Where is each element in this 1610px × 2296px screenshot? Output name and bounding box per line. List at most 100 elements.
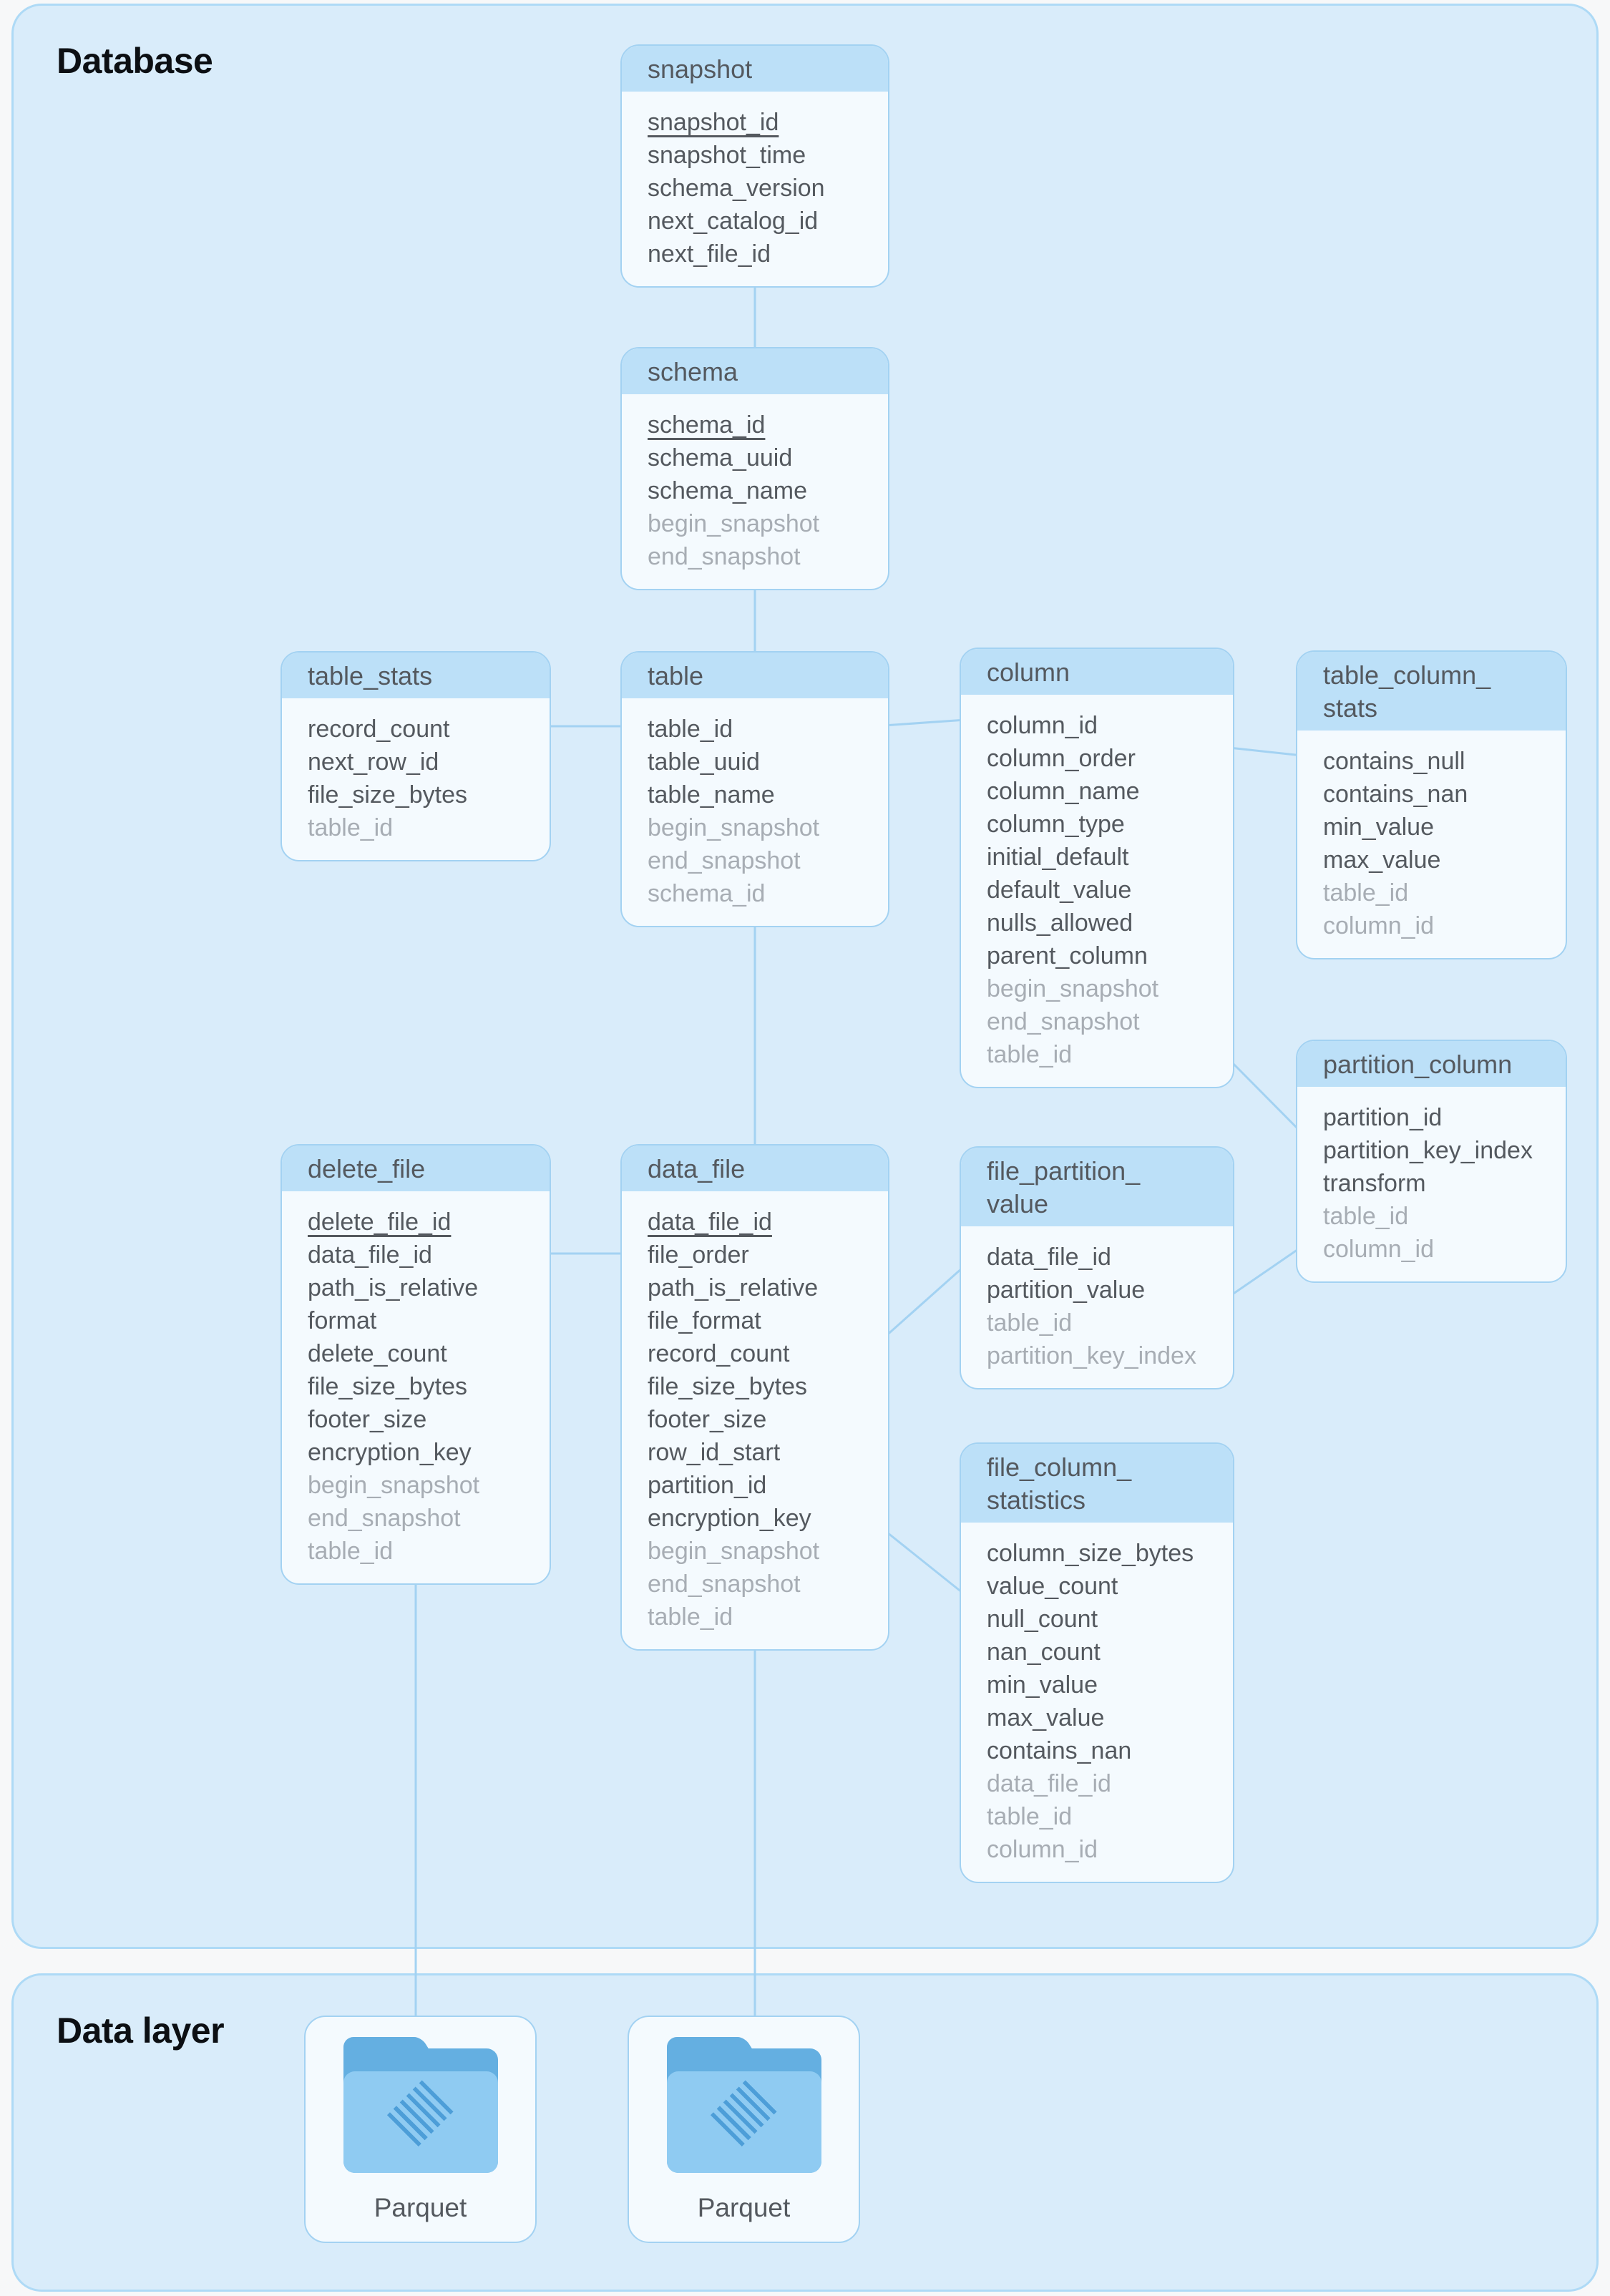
field-column_id: column_id [987,1836,1098,1863]
field-partition_key_index: partition_key_index [1323,1137,1533,1164]
field-column_size_bytes: column_size_bytes [987,1540,1194,1567]
field-partition_key_index: partition_key_index [987,1342,1196,1369]
field-footer_size: footer_size [308,1406,427,1433]
connector-table-to-column [883,718,967,727]
field-table_id: table_id [987,1041,1073,1068]
entity-title-table_column_stats: table_column_stats [1297,652,1566,731]
field-column_id: column_id [1323,1236,1434,1263]
parquet-folder-icon [666,2037,821,2173]
entity-title-line: snapshot [648,54,753,84]
field-table_id: table_id [1323,879,1409,907]
entity-file_partition_value: file_partition_value data_file_id partitio… [960,1146,1234,1389]
entity-title-line: table_column_ [1323,660,1491,690]
connector-column-to-partition_column [1226,1056,1304,1135]
entity-title-partition_column: partition_column [1297,1041,1566,1087]
entity-field-list-partition_column: partition_id partition_key_index transform… [1297,1087,1566,1281]
field-value_count: value_count [987,1573,1118,1600]
entity-title-line: stats [1323,693,1378,723]
field-max_value: max_value [1323,846,1441,874]
entity-title-line: delete_file [308,1154,426,1183]
field-min_value: min_value [987,1671,1098,1699]
entity-title-file_column_statistics: file_column_statistics [961,1444,1233,1523]
field-schema_id: schema_id [648,411,766,439]
parquet-folder-icon [343,2037,498,2173]
field-end_snapshot: end_snapshot [648,1570,801,1598]
field-end_snapshot: end_snapshot [987,1008,1140,1035]
field-format: format [308,1307,377,1334]
field-row_id_start: row_id_start [648,1439,781,1466]
connector-data_file-to-file_column_statistics [883,1528,963,1594]
field-delete_file_id: delete_file_id [308,1208,452,1236]
entity-title-delete_file: delete_file [282,1145,550,1191]
entity-partition_column: partition_column partition_id partition_ke… [1296,1040,1567,1283]
field-next_row_id: next_row_id [308,748,439,776]
field-footer_size: footer_size [648,1406,767,1433]
field-file_order: file_order [648,1241,749,1269]
field-file_size_bytes: file_size_bytes [308,1373,468,1400]
field-column_type: column_type [987,811,1125,838]
field-null_count: null_count [987,1606,1098,1633]
field-partition_id: partition_id [1323,1104,1443,1131]
field-default_value: default_value [987,876,1132,904]
entity-title-line: schema [648,357,738,386]
entity-title-column: column [961,649,1233,695]
field-snapshot_id: snapshot_id [648,109,779,136]
entity-title-line: column [987,658,1070,687]
field-table_uuid: table_uuid [648,748,760,776]
field-table_id: table_id [308,1538,394,1565]
field-file_size_bytes: file_size_bytes [648,1373,808,1400]
entity-title-line: value [987,1189,1049,1218]
field-table_id: table_id [648,1603,733,1631]
field-begin_snapshot: begin_snapshot [648,1538,820,1565]
field-partition_value: partition_value [987,1276,1146,1304]
field-table_id: table_id [987,1803,1073,1830]
field-max_value: max_value [987,1704,1105,1731]
entity-title-line: partition_column [1323,1050,1513,1079]
field-path_is_relative: path_is_relative [648,1274,819,1301]
database-label: Database [57,41,213,81]
field-begin_snapshot: begin_snapshot [987,975,1159,1002]
field-data_file_id: data_file_id [987,1770,1111,1797]
field-next_file_id: next_file_id [648,240,771,268]
field-initial_default: initial_default [987,844,1129,871]
field-data_file_id: data_file_id [987,1244,1111,1271]
field-transform: transform [1323,1170,1426,1197]
field-nan_count: nan_count [987,1638,1101,1666]
data-layer-label: Data layer [57,2011,225,2051]
field-data_file_id: data_file_id [308,1241,432,1269]
field-contains_nan: contains_nan [987,1737,1132,1764]
field-begin_snapshot: begin_snapshot [308,1472,480,1499]
field-partition_id: partition_id [648,1472,767,1499]
field-schema_version: schema_version [648,175,825,202]
field-next_catalog_id: next_catalog_id [648,207,819,235]
entity-title-table: table [622,653,888,698]
field-end_snapshot: end_snapshot [648,847,801,874]
field-snapshot_time: snapshot_time [648,142,806,169]
parquet-card-1: Parquet [304,2016,537,2243]
entity-title-line: file_partition_ [987,1156,1141,1186]
field-column_id: column_id [987,712,1098,739]
parquet-card-label: Parquet [374,2193,467,2222]
field-schema_id: schema_id [648,880,766,907]
field-schema_uuid: schema_uuid [648,444,793,472]
field-begin_snapshot: begin_snapshot [648,510,820,537]
entity-title-line: data_file [648,1154,746,1183]
connector-file_partition_value-to-partition_column [1229,1245,1303,1298]
entity-title-table_stats: table_stats [282,653,550,698]
